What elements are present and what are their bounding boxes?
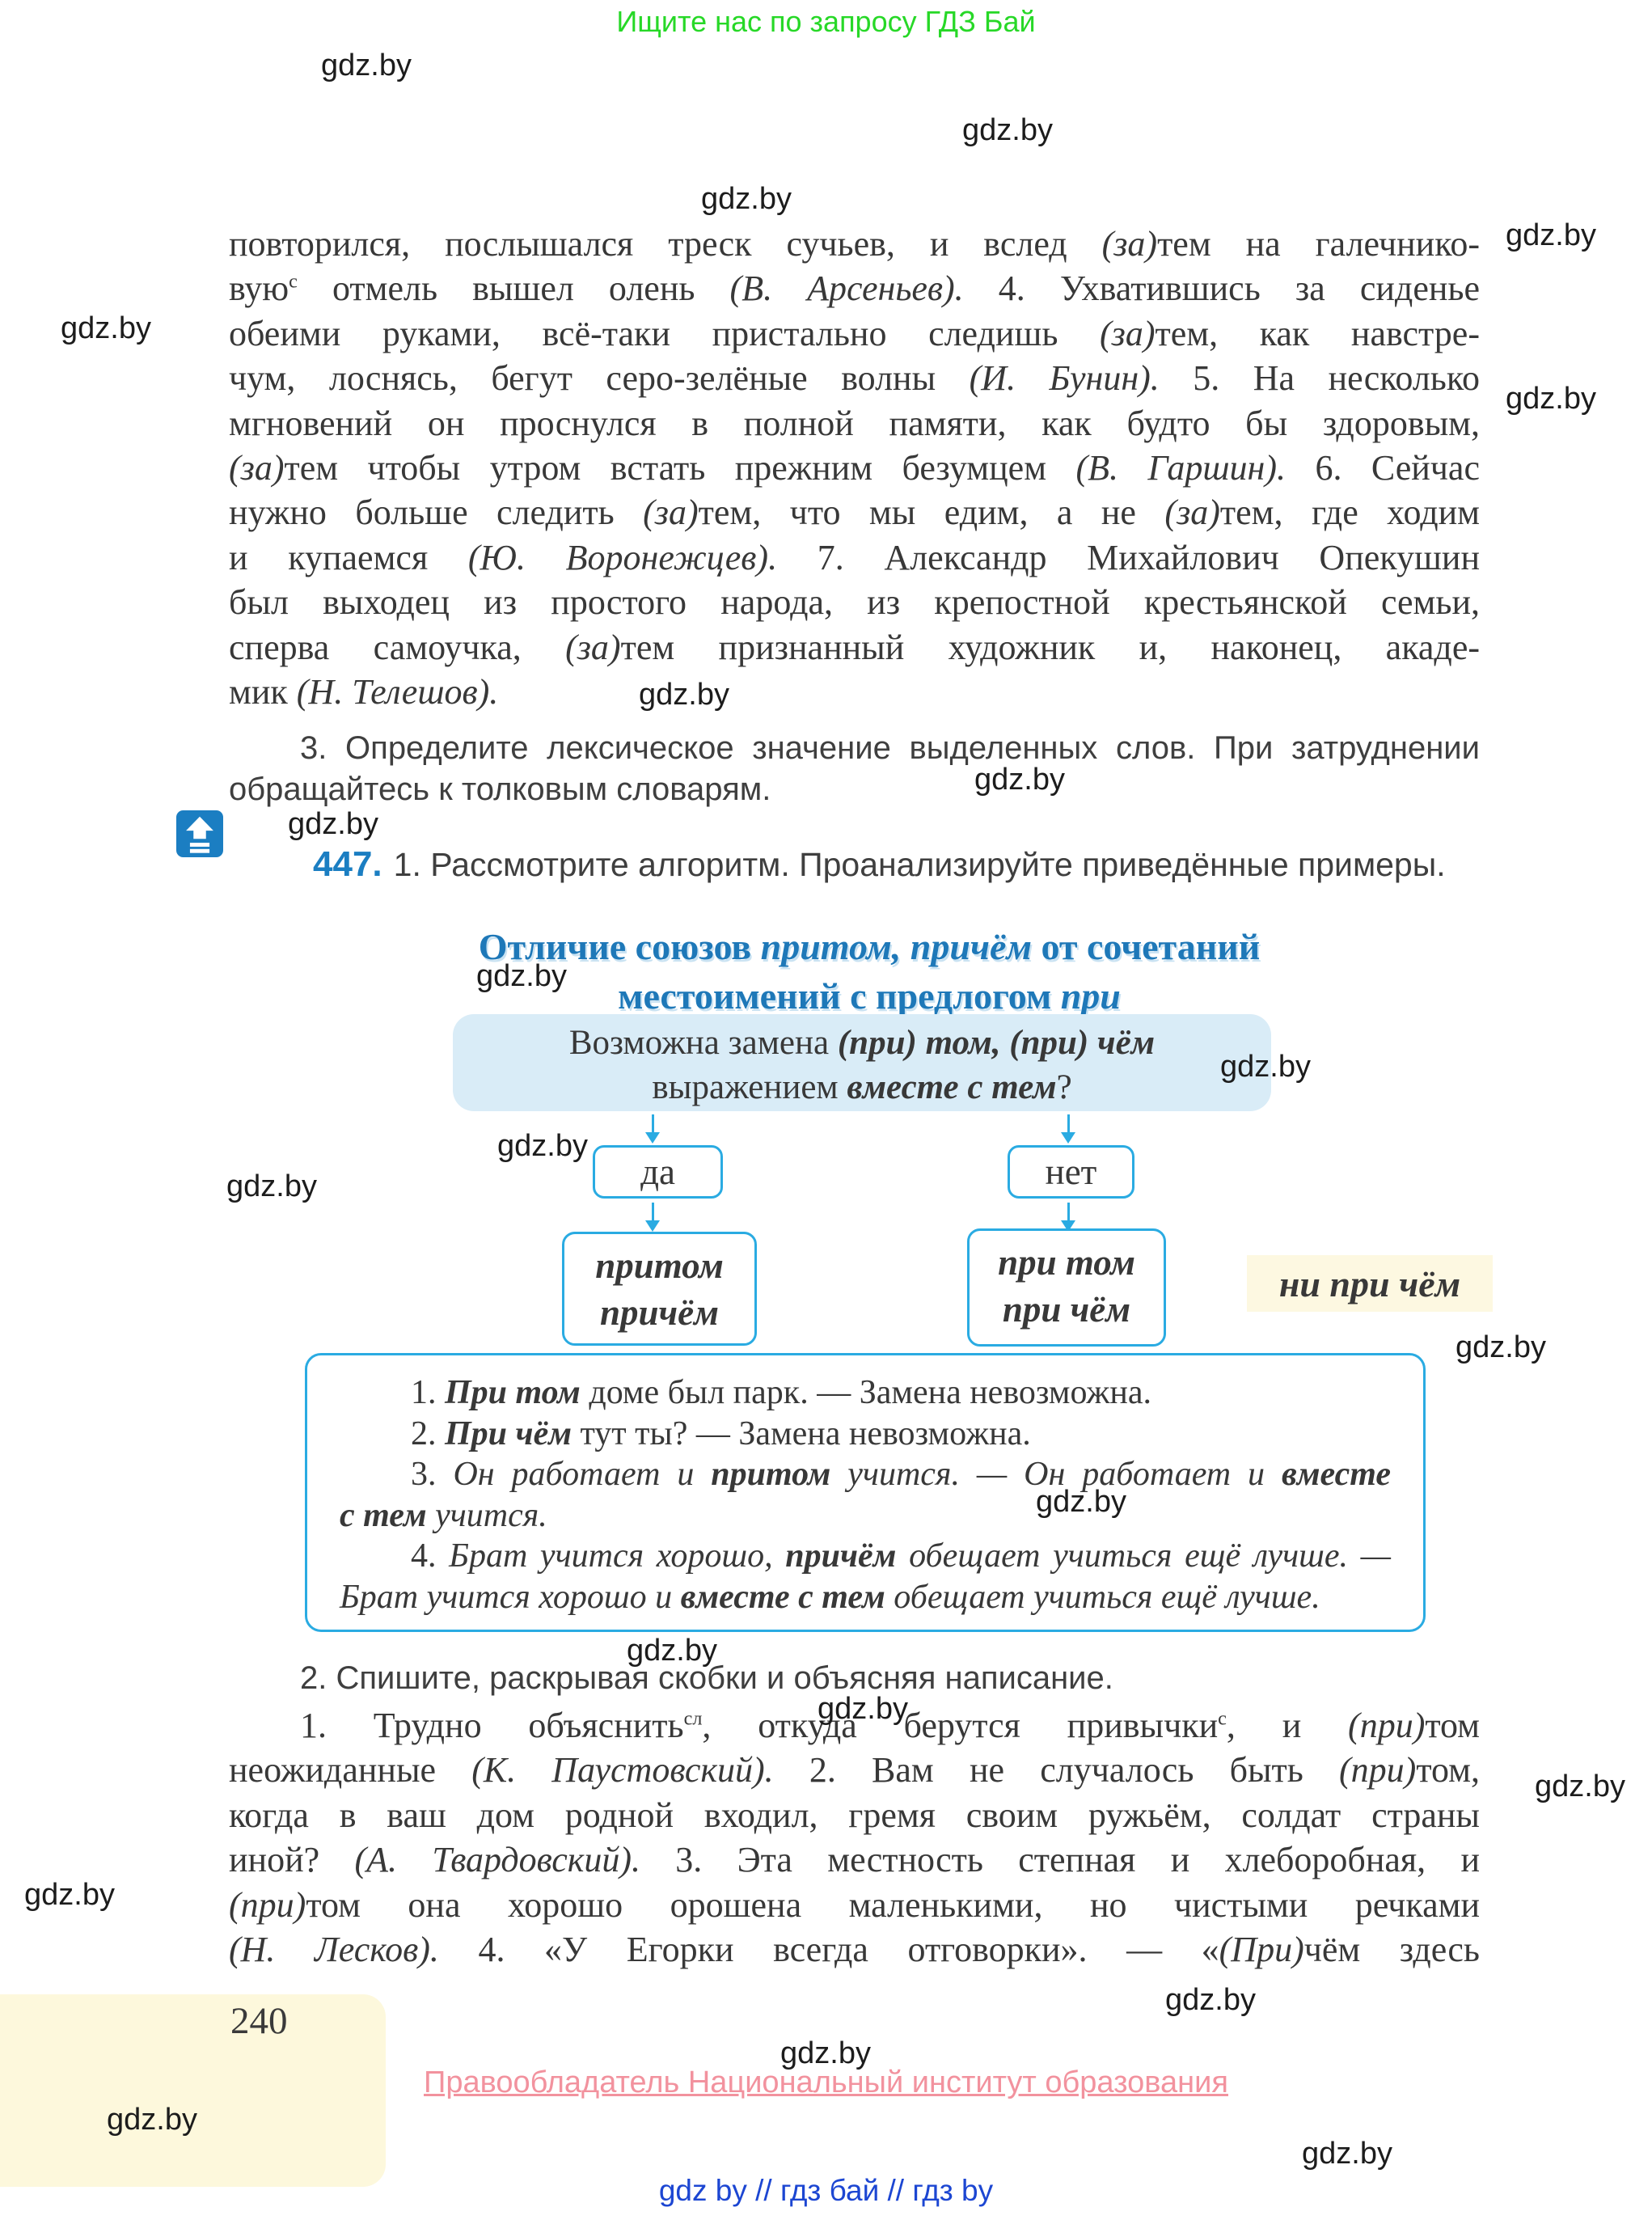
- text-line: притом: [595, 1245, 724, 1286]
- page-number-tab: [0, 1994, 386, 2187]
- flow-arrow-down-icon: [645, 1114, 660, 1144]
- text-line: обращайтесь к толковым словарям.: [229, 772, 771, 807]
- text-line: 3. Определите лексическое значение выдел…: [300, 730, 1480, 766]
- decision-box: Возможна замена (при) том, (при) чём выра…: [453, 1014, 1271, 1111]
- sentences-paragraph: повторился, послышался треск сучьев, и в…: [229, 222, 1480, 714]
- text-line: нужно больше следить (за)тем, что мы еди…: [229, 493, 1480, 533]
- text-line: повторился, послышался треск сучьев, и в…: [229, 224, 1480, 264]
- watermark: gdz.by: [818, 1692, 908, 1726]
- flow-arrow-down-icon: [1061, 1203, 1075, 1232]
- watermark: gdz.by: [107, 2103, 197, 2137]
- watermark: gdz.by: [61, 311, 151, 345]
- text-line: мгновений он проснулся в полной памяти, …: [229, 403, 1480, 443]
- watermark: gdz.by: [1506, 218, 1596, 252]
- watermark: gdz.by: [639, 678, 729, 712]
- text-line: при том: [998, 1242, 1135, 1283]
- yes-result-box: притом причём: [562, 1232, 757, 1346]
- watermark: gdz.by: [1456, 1330, 1546, 1364]
- flow-arrow-down-icon: [1061, 1114, 1075, 1144]
- exercise-447-row: 447. 1. Рассмотрите алгоритм. Проанализир…: [313, 844, 1446, 885]
- no-box: нет: [1008, 1145, 1134, 1199]
- watermark: gdz.by: [321, 49, 412, 82]
- text-line: Возможна замена (при) том, (при) чём: [568, 1024, 1156, 1062]
- watermark: gdz.by: [1165, 1983, 1256, 2017]
- text-line: с тем учится.: [340, 1496, 547, 1534]
- text-line: (Н. Лесков). 4. «У Егорки всегда отговор…: [229, 1930, 1480, 1970]
- text-line: и купаемся (Ю. Воронежцев). 7. Александр…: [229, 537, 1481, 577]
- text-line: 4. Брат учится хорошо, причём обещает уч…: [411, 1537, 1392, 1575]
- top-banner-text: Ищите нас по запросу ГДЗ Бай: [616, 5, 1036, 38]
- text-line: обеими руками, всё-таки пристально следи…: [229, 313, 1480, 353]
- watermark: gdz.by: [627, 1634, 717, 1668]
- watermark: gdz.by: [476, 959, 567, 993]
- text-line: был выходец из простого народа, из крепо…: [229, 582, 1480, 623]
- exercise2-paragraph: 1. Трудно объяснитьсл, откуда берутся пр…: [229, 1703, 1480, 1972]
- watermark: gdz.by: [701, 182, 792, 216]
- exercise-marker-icon: [176, 810, 223, 857]
- text-line: сперва самоучка, (за)тем признанный худо…: [229, 627, 1480, 667]
- exercise-instruction: 1. Рассмотрите алгоритм. Проанализируйте…: [393, 846, 1446, 883]
- aside-term: ни при чём: [1247, 1255, 1493, 1312]
- text-line: 1. Трудно объяснитьсл, откуда берутся пр…: [300, 1706, 1481, 1745]
- text-line: 1. При том доме был парк. — Замена невоз…: [411, 1374, 1152, 1411]
- flow-arrow-down-icon: [645, 1203, 660, 1232]
- copyright-link[interactable]: Правообладатель Национальный институт об…: [424, 2065, 1228, 2099]
- text-line: 2. При чём тут ты? — Замена невозможна.: [411, 1414, 1031, 1452]
- watermark: gdz.by: [1506, 382, 1596, 416]
- watermark: gdz.by: [288, 807, 378, 841]
- algorithm-title: Отличие союзов притом, причём от сочетан…: [259, 922, 1480, 1021]
- exercise-number: 447.: [313, 844, 382, 884]
- yes-box: да: [593, 1145, 723, 1199]
- page-number: 240: [230, 2000, 288, 2042]
- watermark: gdz.by: [1036, 1485, 1126, 1519]
- watermark: gdz.by: [974, 763, 1065, 797]
- examples-box: 1. При том доме был парк. — Замена невоз…: [305, 1353, 1426, 1632]
- watermark: gdz.by: [1535, 1769, 1625, 1803]
- text-line: неожиданные (К. Паустовский). 2. Вам не …: [229, 1750, 1480, 1791]
- text-line: Брат учится хорошо и вместе с тем обещае…: [340, 1578, 1320, 1616]
- watermark: gdz.by: [24, 1878, 115, 1912]
- text-line: при чём: [1002, 1289, 1131, 1330]
- text-line: иной? (А. Твардовский). 3. Эта местность…: [229, 1840, 1480, 1880]
- text-line: 2. Спишите, раскрывая скобки и объясняя …: [300, 1660, 1113, 1696]
- text-line: вуюс отмель вышел олень (В. Арсеньев). 4…: [229, 268, 1480, 309]
- text-line: 3. Он работает и притом учится. — Он раб…: [411, 1456, 1392, 1493]
- watermark: gdz.by: [962, 113, 1053, 147]
- watermark: gdz.by: [226, 1169, 317, 1203]
- text-line: (при)том она хорошо орошена маленькими, …: [229, 1884, 1480, 1925]
- task2-instruction: 2. Спишите, раскрывая скобки и объясняя …: [229, 1658, 1480, 1699]
- watermark: gdz.by: [1302, 2137, 1392, 2171]
- text-line: (за)тем чтобы утром встать прежним безум…: [229, 448, 1480, 488]
- text-line: чум, лоснясь, бегут серо-зелёные волны (…: [229, 358, 1480, 399]
- text-line: когда в ваш дом родной входил, гремя сво…: [229, 1795, 1480, 1835]
- watermark: gdz.by: [497, 1129, 588, 1163]
- no-result-box: при том при чём: [967, 1228, 1166, 1347]
- watermark: gdz.by: [780, 2036, 871, 2070]
- footer-links[interactable]: gdz by // гдз бай // гдз by: [658, 2174, 994, 2207]
- text-line: Отличие союзов притом, причём от сочетан…: [478, 926, 1261, 967]
- text-line: выражением вместе с тем?: [652, 1068, 1072, 1106]
- task3-instruction: 3. Определите лексическое значение выдел…: [229, 728, 1480, 810]
- text-line: причём: [600, 1292, 719, 1333]
- text-line: местоимений с предлогом при: [618, 975, 1121, 1017]
- watermark: gdz.by: [1220, 1050, 1311, 1084]
- text-line: мик (Н. Телешов).: [229, 672, 499, 712]
